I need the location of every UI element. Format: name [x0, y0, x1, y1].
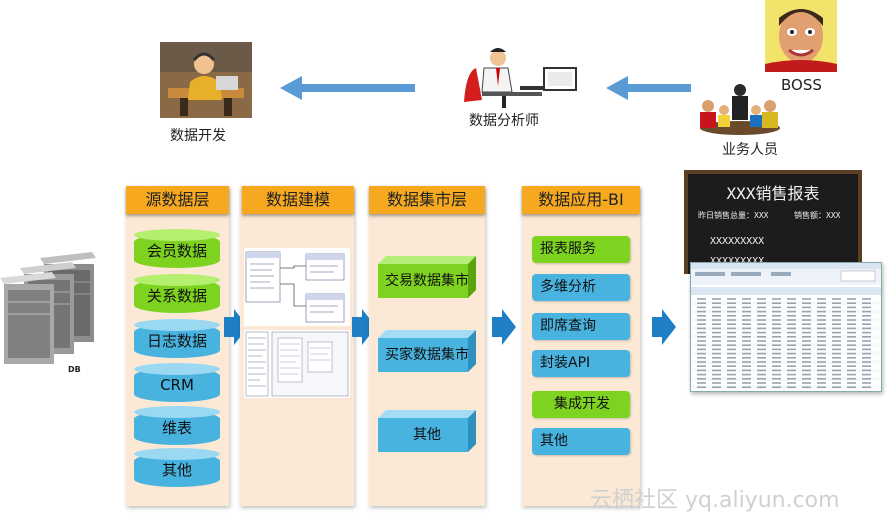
business-label: 业务人员: [722, 142, 778, 158]
blackboard-line2: XXXXXXXXX: [710, 236, 765, 247]
app-item-api: 封装API: [532, 350, 630, 377]
source-item-crm: CRM: [134, 363, 220, 402]
source-item-other: 其他: [134, 448, 220, 487]
blackboard-title: XXX销售报表: [726, 184, 820, 203]
flow-arrow-4: [652, 309, 676, 349]
blackboard-line1b: 销售额：XXX: [794, 211, 841, 220]
source-item-relation: 关系数据: [134, 274, 220, 313]
database-server-icon: [0, 252, 100, 370]
mart-layer-title: 数据集市层: [369, 186, 485, 214]
app-item-report: 报表服务: [532, 236, 630, 263]
modeling-title: 数据建模: [242, 186, 354, 214]
app-items: 报表服务 多维分析 即席查询 封装API 集成开发 其他: [522, 222, 640, 502]
app-item-other: 其他: [532, 428, 630, 455]
db-label: DB: [68, 365, 81, 374]
boss-photo: [765, 0, 837, 72]
flow-arrow-2: [352, 309, 376, 349]
mart-item-buyer: 买家数据集市: [378, 330, 476, 372]
source-items: 会员数据 关系数据 日志数据 CRM 维表 其他: [126, 222, 229, 502]
app-item-olap: 多维分析: [532, 274, 630, 301]
mart-item-trade: 交易数据集市: [378, 256, 476, 298]
watermark: 云栖社区 yq.aliyun.com: [590, 488, 840, 513]
table-design-thumbnail: [244, 330, 350, 398]
er-diagram-thumbnail: [244, 248, 350, 326]
source-item-member: 会员数据: [134, 229, 220, 268]
flow-arrow-3: [492, 309, 516, 349]
source-item-log: 日志数据: [134, 319, 220, 358]
developer-label: 数据开发: [170, 128, 226, 144]
app-item-adhoc: 即席查询: [532, 313, 630, 340]
source-layer-title: 源数据层: [126, 186, 229, 214]
developer-illustration: [160, 42, 252, 118]
business-illustration: [694, 82, 786, 136]
analyst-illustration: [462, 46, 580, 108]
blackboard: XXX销售报表 昨日销售总量：XXX 销售额：XXX XXXXXXXXX XXX…: [684, 170, 862, 274]
app-item-integration: 集成开发: [532, 391, 630, 418]
mart-item-other: 其他: [378, 410, 476, 452]
flow-arrow-1: [224, 309, 248, 349]
blackboard-line3: XXXXXXXXX: [710, 256, 764, 267]
source-item-dimension: 维表: [134, 406, 220, 445]
blackboard-line1: 昨日销售总量：XXX: [698, 211, 769, 220]
arrow-business-to-analyst: [606, 76, 691, 104]
boss-label: BOSS: [781, 76, 822, 94]
app-layer-title: 数据应用-BI: [522, 186, 640, 214]
arrow-analyst-to-developer: [280, 76, 415, 104]
report-screenshot: [690, 262, 882, 392]
analyst-label: 数据分析师: [469, 113, 539, 129]
